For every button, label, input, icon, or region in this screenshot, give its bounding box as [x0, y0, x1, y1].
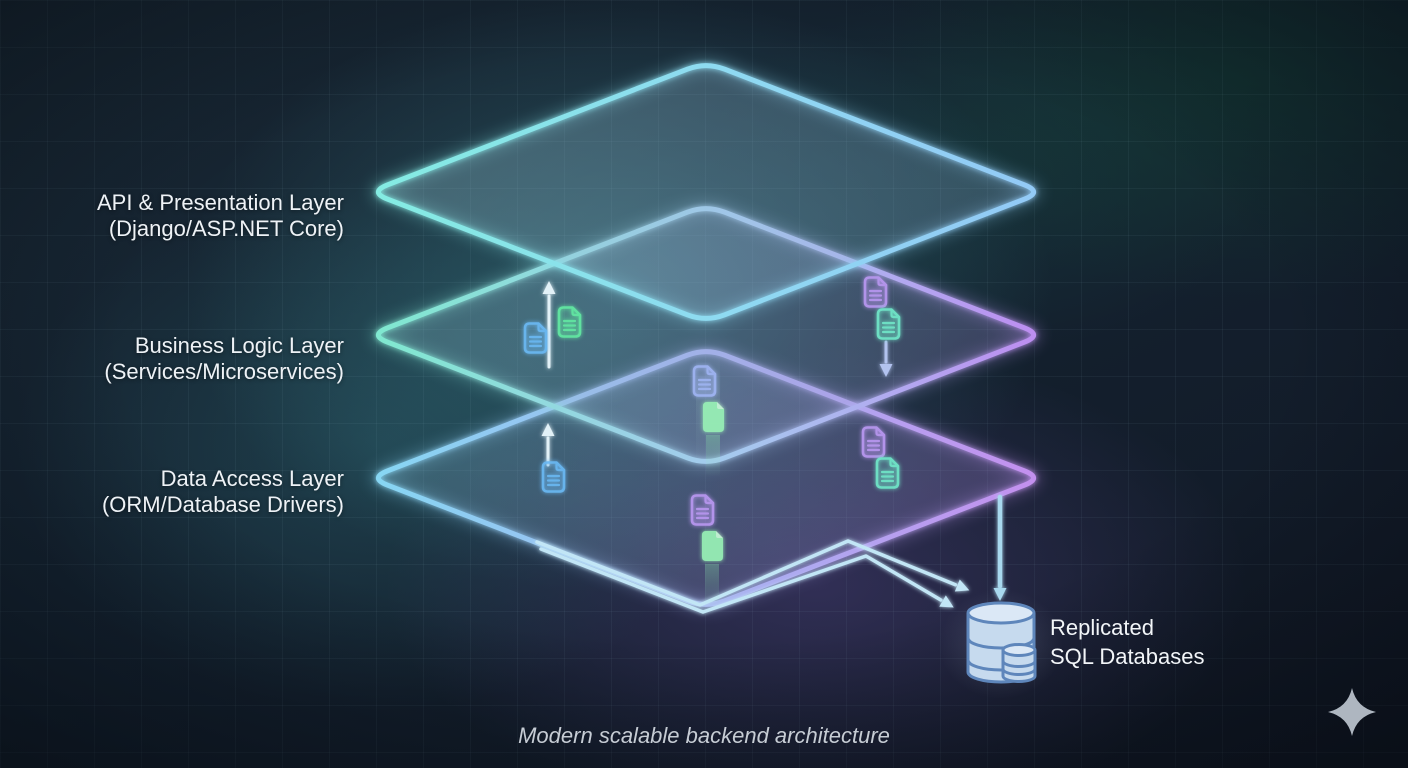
layer-label-line1: Data Access Layer	[160, 466, 344, 491]
doc-upper-right-green-icon	[876, 308, 901, 340]
label-api-presentation-layer: API & Presentation Layer (Django/ASP.NET…	[97, 190, 344, 242]
arrow-up-upper-left	[542, 281, 556, 369]
doc-lower-right-purple-icon	[861, 426, 886, 458]
label-data-access-layer: Data Access Layer (ORM/Database Drivers)	[102, 466, 344, 518]
doc-bottom-green-solid-icon	[702, 531, 723, 561]
arrow-db-vertical	[993, 494, 1007, 601]
arrow-up-lower-left	[541, 423, 555, 467]
layer-label-line2: (Django/ASP.NET Core)	[108, 216, 344, 241]
layer-api-presentation	[370, 57, 1042, 327]
layer-label-line2: (Services/Microservices)	[104, 359, 344, 384]
doc-bottom-purple-icon	[690, 494, 715, 526]
db-label-line2: SQL Databases	[1050, 644, 1205, 669]
sparkle-icon	[1328, 688, 1376, 736]
doc-upper-right-purple-icon	[863, 276, 888, 308]
doc-middle-green-solid-icon	[703, 402, 724, 432]
layer-label-line2: (ORM/Database Drivers)	[101, 492, 344, 517]
layer-label-line1: API & Presentation Layer	[96, 190, 344, 215]
label-replicated-sql-databases: Replicated SQL Databases	[1050, 613, 1205, 671]
doc-lower-left-blue-icon	[541, 461, 566, 493]
doc-middle-periwinkle-icon	[692, 365, 717, 397]
doc-upper-left-blue-icon	[523, 322, 548, 354]
doc-reflection	[706, 435, 720, 477]
doc-upper-left-green-icon	[557, 306, 582, 338]
caption: Modern scalable backend architecture	[518, 723, 890, 748]
database-icon	[939, 589, 1063, 699]
arrow-db-diagonal-lower	[539, 547, 954, 614]
doc-lower-right-teal-icon	[875, 457, 900, 489]
arrow-down-upper-right	[879, 340, 893, 377]
label-business-logic-layer: Business Logic Layer (Services/Microserv…	[104, 333, 344, 385]
doc-reflection	[705, 564, 719, 606]
db-label-line1: Replicated	[1050, 615, 1154, 640]
layer-label-line1: Business Logic Layer	[134, 333, 344, 358]
arrow-db-diagonal-upper	[535, 539, 970, 607]
